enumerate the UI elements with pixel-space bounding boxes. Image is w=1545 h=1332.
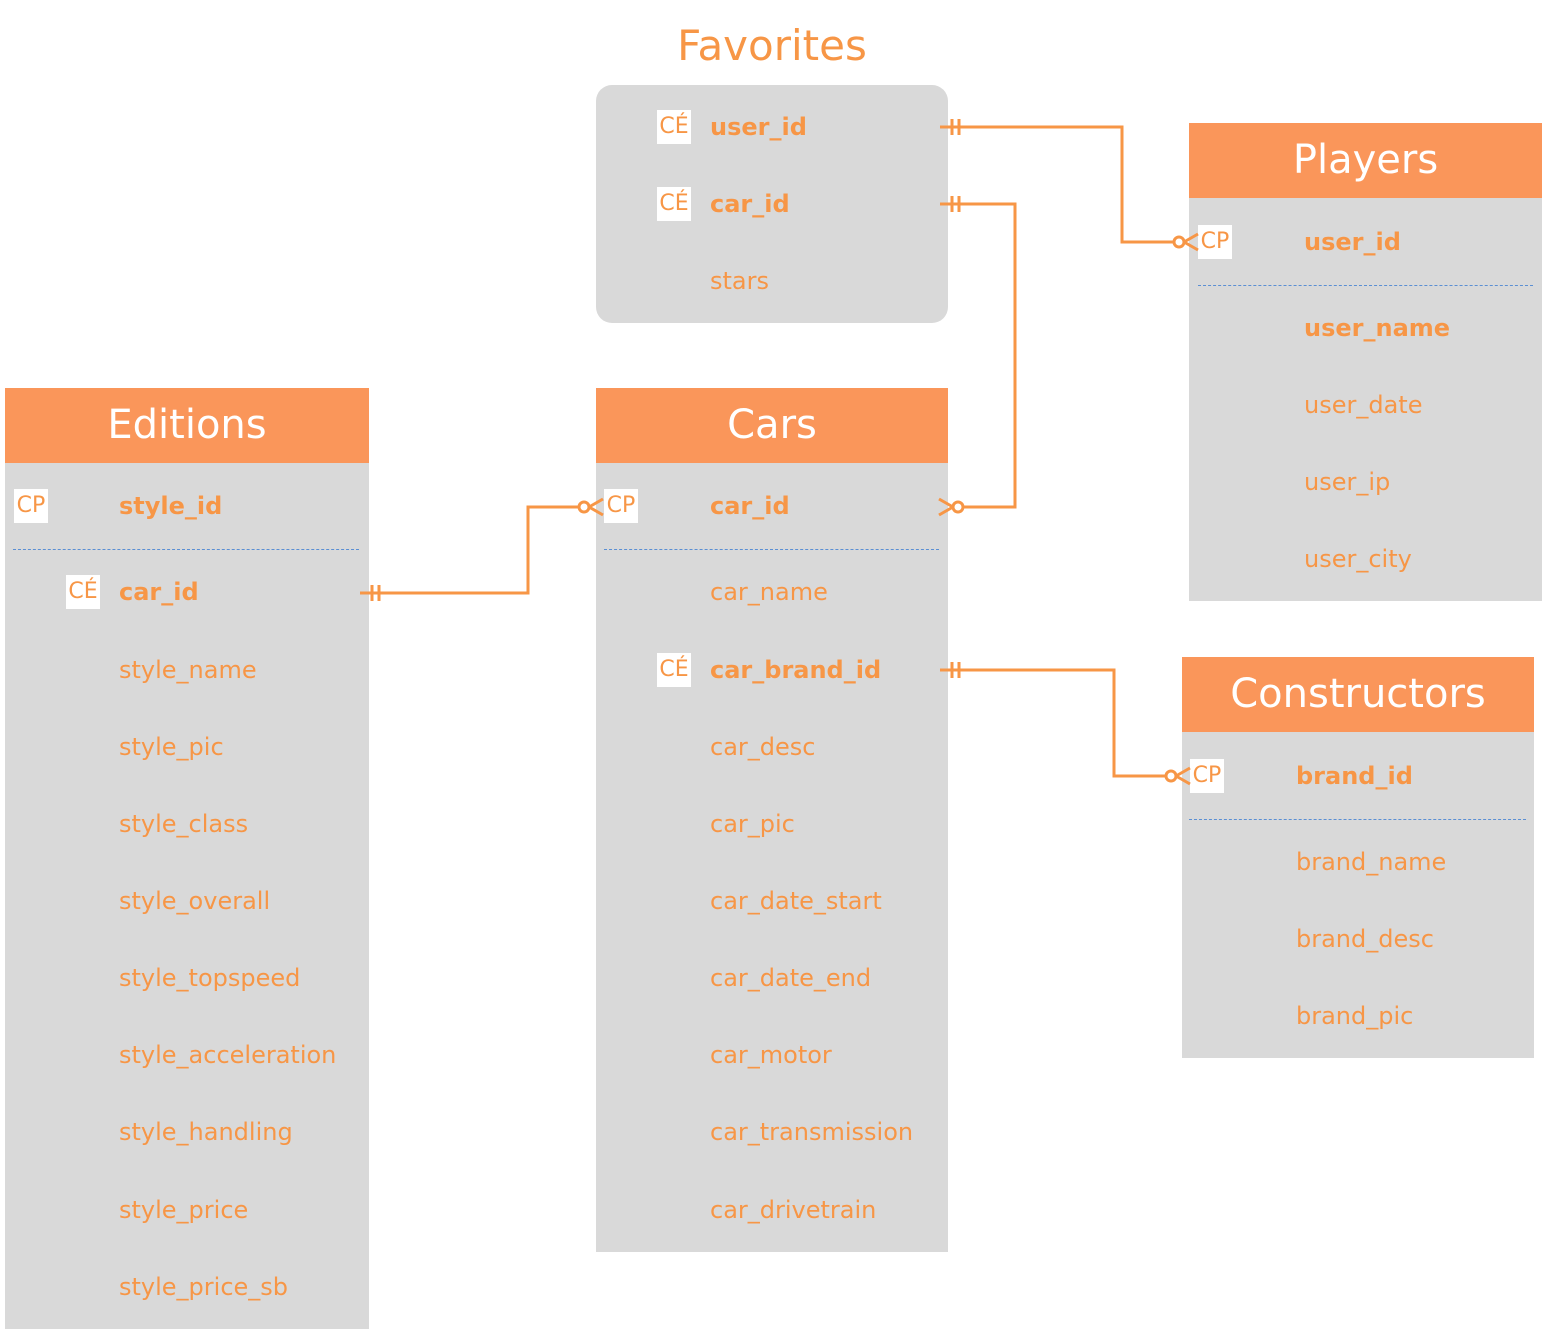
favorites-user-id-badge: CÉ bbox=[657, 110, 691, 144]
constructors-field-brand-id: brand_id bbox=[1296, 762, 1413, 790]
players-title: Players bbox=[1189, 123, 1542, 198]
cars-field-car-brand-id: car_brand_id bbox=[710, 656, 882, 684]
connector-favorites-car-id-to-cars bbox=[938, 196, 1017, 517]
connector-editions-to-cars bbox=[360, 497, 604, 601]
favorites-title: Favorites bbox=[677, 21, 867, 70]
cars-car-brand-id-badge: CÉ bbox=[657, 653, 691, 687]
cars-field-car-date-start: car_date_start bbox=[710, 887, 882, 915]
favorites-car-id-badge: CÉ bbox=[657, 187, 691, 221]
entity-players: Players CP user_id user_name user_date u… bbox=[1189, 123, 1542, 601]
editions-field-style-handling: style_handling bbox=[119, 1118, 293, 1146]
players-field-user-name: user_name bbox=[1304, 314, 1451, 342]
constructors-key-separator bbox=[1189, 819, 1526, 820]
cars-field-car-id: car_id bbox=[710, 492, 790, 520]
entity-favorites: CÉ user_id CÉ car_id stars bbox=[596, 85, 948, 323]
editions-car-id-badge: CÉ bbox=[66, 575, 100, 609]
favorites-field-car-id: car_id bbox=[710, 190, 790, 218]
cars-field-car-motor: car_motor bbox=[710, 1041, 832, 1069]
entity-constructors: Constructors CP brand_id brand_name bran… bbox=[1182, 657, 1534, 1058]
editions-field-style-pic: style_pic bbox=[119, 733, 224, 761]
editions-key-separator bbox=[13, 549, 359, 550]
cars-field-car-pic: car_pic bbox=[710, 810, 795, 838]
cars-field-car-drivetrain: car_drivetrain bbox=[710, 1196, 877, 1224]
cars-key-separator bbox=[604, 549, 939, 550]
constructors-title: Constructors bbox=[1182, 657, 1534, 732]
cars-field-car-desc: car_desc bbox=[710, 733, 816, 761]
editions-style-id-badge: CP bbox=[14, 489, 48, 523]
players-field-user-date: user_date bbox=[1304, 391, 1423, 419]
connector-cars-to-constructors bbox=[940, 662, 1191, 786]
cars-car-id-badge: CP bbox=[604, 489, 638, 523]
constructors-field-brand-pic: brand_pic bbox=[1296, 1002, 1414, 1030]
editions-field-style-class: style_class bbox=[119, 810, 249, 838]
constructors-field-brand-name: brand_name bbox=[1296, 848, 1447, 876]
editions-field-style-price: style_price bbox=[119, 1196, 249, 1224]
editions-field-car-id: car_id bbox=[119, 578, 199, 606]
players-field-user-city: user_city bbox=[1304, 545, 1412, 573]
cars-field-car-transmission: car_transmission bbox=[710, 1118, 914, 1146]
constructors-brand-id-badge: CP bbox=[1190, 759, 1224, 793]
favorites-field-stars: stars bbox=[710, 267, 769, 295]
favorites-field-user-id: user_id bbox=[710, 113, 807, 141]
players-key-separator bbox=[1198, 285, 1533, 286]
players-field-user-id: user_id bbox=[1304, 228, 1401, 256]
editions-field-style-acceleration: style_acceleration bbox=[119, 1041, 337, 1069]
players-field-user-ip: user_ip bbox=[1304, 468, 1391, 496]
editions-field-style-price-sb: style_price_sb bbox=[119, 1273, 289, 1301]
entity-editions: Editions CP style_id CÉ car_id style_nam… bbox=[5, 388, 369, 1329]
cars-title: Cars bbox=[596, 388, 948, 463]
cars-field-car-name: car_name bbox=[710, 578, 828, 606]
editions-field-style-overall: style_overall bbox=[119, 887, 271, 915]
connector-favorites-user-id-to-players bbox=[940, 119, 1199, 252]
editions-field-style-topspeed: style_topspeed bbox=[119, 964, 301, 992]
editions-field-style-name: style_name bbox=[119, 656, 257, 684]
players-user-id-badge: CP bbox=[1198, 225, 1232, 259]
entity-cars: Cars CP car_id car_name CÉ car_brand_id … bbox=[596, 388, 948, 1252]
constructors-field-brand-desc: brand_desc bbox=[1296, 925, 1434, 953]
editions-title: Editions bbox=[5, 388, 369, 463]
editions-field-style-id: style_id bbox=[119, 492, 223, 520]
cars-field-car-date-end: car_date_end bbox=[710, 964, 872, 992]
